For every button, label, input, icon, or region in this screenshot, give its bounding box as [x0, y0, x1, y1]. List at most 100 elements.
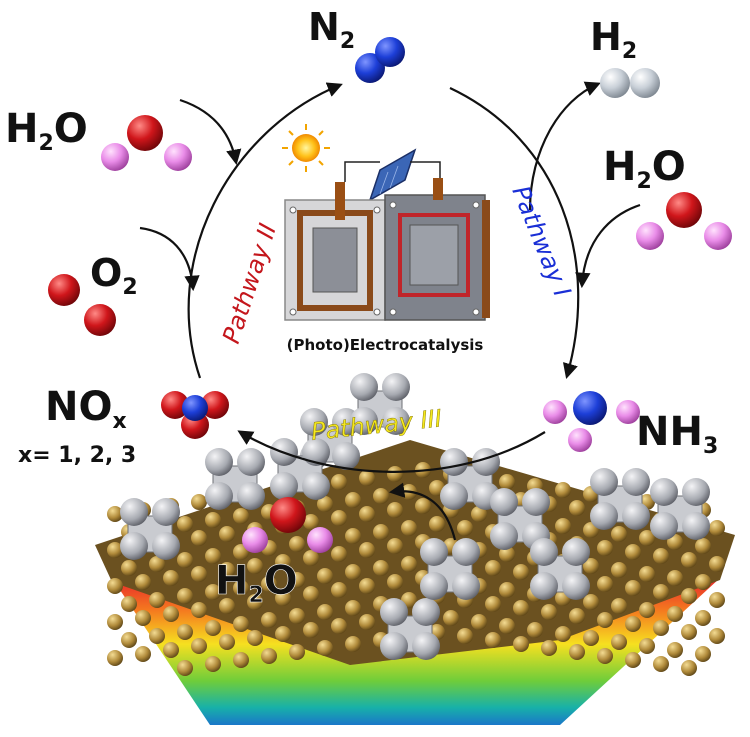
gold-bead — [135, 610, 151, 626]
pathway-iii-label: Pathway III — [310, 404, 443, 446]
arrow-h2o-in-left — [179, 98, 242, 166]
cluster-sphere — [382, 407, 410, 435]
gold-bead — [457, 628, 473, 644]
gold-bead — [611, 562, 627, 578]
gold-bead — [415, 498, 431, 514]
gold-bead — [345, 528, 361, 544]
gold-bead — [499, 582, 515, 598]
cluster-sphere — [270, 472, 298, 500]
gold-bead — [275, 590, 291, 606]
gold-bead — [695, 646, 711, 662]
gold-bead — [443, 610, 459, 626]
gold-bead — [149, 628, 165, 644]
gold-bead — [359, 506, 375, 522]
gold-bead — [681, 660, 697, 676]
arrow-o2-in — [139, 226, 200, 292]
cathode-post — [335, 182, 345, 220]
gold-bead — [107, 650, 123, 666]
gold-bead — [373, 560, 389, 576]
gold-bead — [247, 630, 263, 646]
gold-bead — [107, 542, 123, 558]
cluster-sphere — [382, 373, 410, 401]
gold-bead — [135, 646, 151, 662]
cluster-sphere — [452, 538, 480, 566]
gold-bead — [667, 570, 683, 586]
cluster-sphere — [380, 598, 408, 626]
gold-bead — [359, 614, 375, 630]
gold-bead — [695, 538, 711, 554]
gold-bead — [303, 622, 319, 638]
cluster-sphere — [562, 572, 590, 600]
cluster-sphere — [205, 448, 233, 476]
gold-bead — [303, 586, 319, 602]
gold-bead — [611, 526, 627, 542]
gold-bead — [499, 474, 515, 490]
gold-bead — [345, 492, 361, 508]
gold-bead — [555, 626, 571, 642]
pathway-ii-label: Pathway II — [217, 220, 282, 347]
gold-bead — [303, 514, 319, 530]
gold-bead — [149, 556, 165, 572]
arrow-pathway-ii-up — [187, 82, 343, 379]
h2o-right-label: H2O — [603, 144, 686, 194]
pathway-i-label: Pathway I — [506, 182, 576, 301]
catalyst-substrate — [95, 373, 735, 725]
gold-bead — [387, 538, 403, 554]
cluster-sphere — [522, 488, 550, 516]
cluster-sphere — [650, 512, 678, 540]
cluster-sphere — [380, 632, 408, 660]
gold-bead — [653, 620, 669, 636]
solar-panel-icon — [368, 148, 417, 202]
cluster-sphere — [350, 373, 378, 401]
gold-bead — [331, 546, 347, 562]
gold-bead — [695, 574, 711, 590]
gold-bead — [331, 510, 347, 526]
cluster-sphere — [682, 512, 710, 540]
cluster-sphere — [152, 532, 180, 560]
anode-post — [433, 178, 443, 200]
cluster-sphere — [490, 488, 518, 516]
gold-bead — [611, 598, 627, 614]
gold-bead — [107, 578, 123, 594]
nox-molecule-icon — [161, 391, 229, 439]
cluster-sphere — [120, 498, 148, 526]
cluster-sphere — [237, 482, 265, 510]
gold-bead — [107, 506, 123, 522]
gold-bead — [289, 536, 305, 552]
gold-bead — [611, 634, 627, 650]
gold-bead — [387, 466, 403, 482]
gold-bead — [163, 606, 179, 622]
gold-bead — [667, 606, 683, 622]
gold-bead — [373, 488, 389, 504]
gold-bead — [191, 638, 207, 654]
gold-bead — [205, 512, 221, 528]
gold-bead — [303, 550, 319, 566]
cluster-sphere — [590, 502, 618, 530]
arrow-pathway-i-down — [449, 87, 580, 379]
gold-bead — [359, 542, 375, 558]
nox-x-values: x= 1, 2, 3 — [18, 443, 136, 468]
cluster-sphere — [412, 632, 440, 660]
gold-bead — [639, 566, 655, 582]
gold-bead — [219, 562, 235, 578]
gold-bead — [583, 630, 599, 646]
cluster-sphere — [440, 482, 468, 510]
h2o-molecule-right-icon — [636, 192, 732, 250]
cluster-sphere — [420, 538, 448, 566]
gold-bead — [163, 642, 179, 658]
gold-bead — [247, 594, 263, 610]
anode-backplate — [482, 200, 490, 318]
gold-bead — [709, 628, 725, 644]
gold-bead — [135, 574, 151, 590]
h2-molecule-icon — [600, 68, 660, 98]
cluster-layer — [120, 373, 710, 660]
cluster-sphere — [300, 408, 328, 436]
cluster-sphere — [205, 482, 233, 510]
gold-bead — [317, 568, 333, 584]
h2-label: H2 — [590, 15, 637, 64]
gold-bead — [177, 660, 193, 676]
h2o-molecule-bottom-icon — [242, 497, 333, 553]
n2-label: N2 — [308, 5, 355, 54]
cluster-sphere — [152, 498, 180, 526]
